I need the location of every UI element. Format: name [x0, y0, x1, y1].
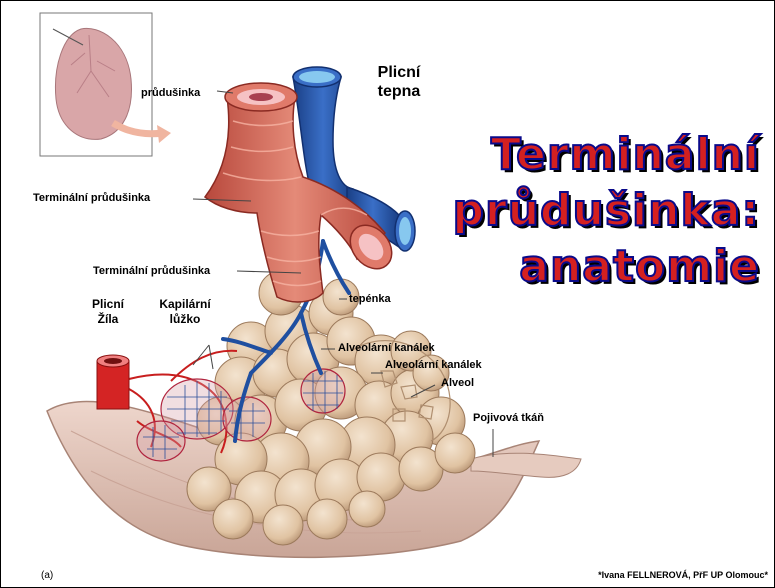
label-plicni-tepna-line1: Plicní — [371, 63, 427, 82]
label-kapilarni-luzko-line1: Kapilární — [151, 297, 219, 312]
lung-thumbnail — [40, 13, 171, 156]
pulmonary-vein — [97, 355, 129, 409]
label-alveolarni-kanalek-1: Alveolární kanálek — [338, 342, 435, 354]
label-kapilarni-luzko: Kapilární lůžko — [151, 297, 219, 327]
label-alveol: Alveol — [441, 377, 474, 389]
title-line-1: Terminální — [430, 127, 760, 183]
slide-title: Terminální průdušinka: anatomie — [430, 127, 760, 295]
title-line-3: anatomie — [430, 239, 760, 295]
label-terminalni-prudusinka-lower: Terminální průdušinka — [93, 265, 210, 277]
label-plicni-zila: Plicní Žíla — [85, 297, 131, 327]
label-plicni-zila-line2: Žíla — [85, 312, 131, 327]
label-pojivova-tkan: Pojivová tkáň — [473, 412, 544, 424]
label-plicni-tepna: Plicní tepna — [371, 63, 427, 101]
title-line-2: průdušinka: — [430, 183, 760, 239]
label-prudusinka: průdušinka — [141, 87, 200, 99]
label-plicni-zila-line1: Plicní — [85, 297, 131, 312]
label-kapilarni-luzko-line2: lůžko — [151, 312, 219, 327]
label-plicni-tepna-line2: tepna — [371, 82, 427, 101]
panel-letter: (a) — [41, 570, 53, 581]
label-tepenka: tepénka — [349, 293, 391, 305]
label-terminalni-prudusinka-upper: Terminální průdušinka — [33, 192, 150, 204]
credit-text: *Ivana FELLNEROVÁ, PřF UP Olomouc* — [598, 570, 768, 580]
label-alveolarni-kanalek-2: Alveolární kanálek — [385, 359, 482, 371]
